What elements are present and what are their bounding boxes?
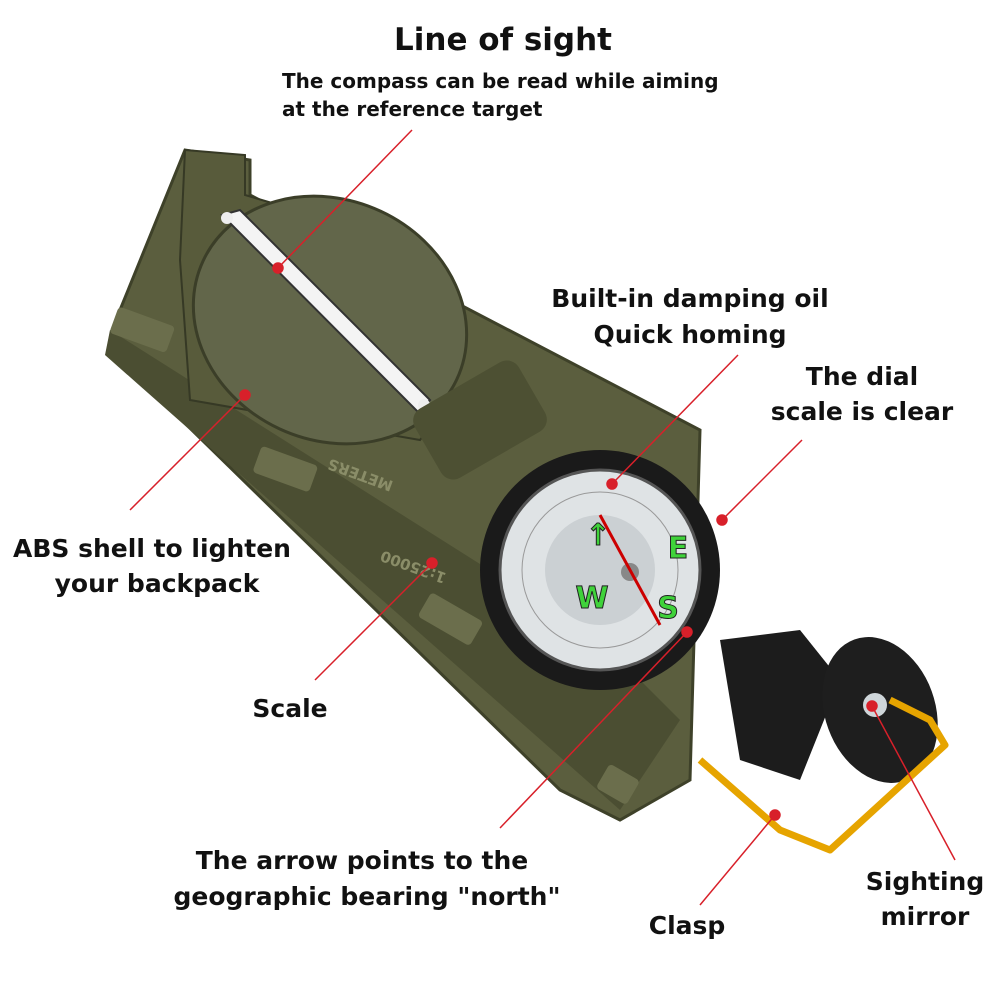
leader-line-mirror (871, 705, 956, 861)
svg-text:E: E (668, 531, 689, 566)
compass-dial: ↑ E S W (480, 450, 720, 690)
dial-label-2: scale is clear (770, 397, 954, 426)
scale-label: Scale (252, 694, 328, 723)
abs-label-2: your backpack (54, 569, 260, 598)
mirror-label-1: Sighting (865, 867, 985, 896)
arrow-label-2: geographic bearing "north" (173, 882, 561, 911)
svg-text:W: W (575, 581, 608, 616)
leader-line-dial (721, 439, 803, 521)
leader-line-clasp (699, 814, 776, 906)
clasp-label: Clasp (648, 911, 726, 940)
leader-line-sight (277, 129, 413, 269)
damping-label-2: Quick homing (593, 320, 787, 349)
line-of-sight-title: Line of sight (394, 22, 612, 58)
line-of-sight-desc-2: at the reference target (282, 97, 543, 121)
mirror-label-2: mirror (880, 902, 970, 931)
clasp (697, 696, 949, 854)
leader-line-scale (314, 562, 433, 681)
leader-line-abs (129, 394, 246, 511)
arrow-label-1: The arrow points to the (195, 846, 529, 875)
leader-line-damping (611, 354, 739, 485)
svg-text:S: S (657, 591, 679, 626)
dial-label-1: The dial (805, 362, 919, 391)
line-of-sight-desc-1: The compass can be read while aiming (282, 69, 719, 93)
abs-label-1: ABS shell to lighten (13, 534, 291, 563)
svg-text:↑: ↑ (585, 518, 610, 553)
sighting-mirror (720, 630, 938, 783)
leader-line-arrow (499, 631, 688, 829)
damping-label-1: Built-in damping oil (551, 284, 829, 313)
